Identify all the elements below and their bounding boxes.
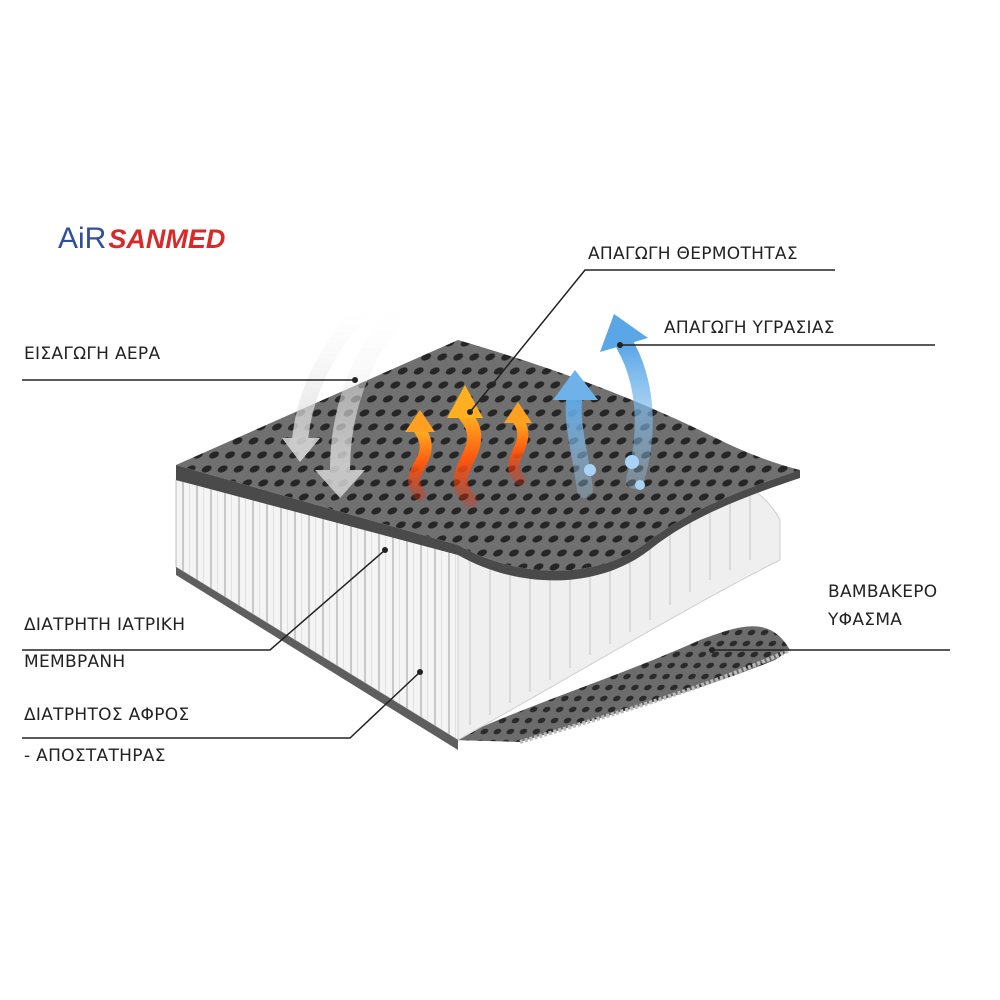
label-foam-line2: - ΑΠΟΣΤΑΤΗΡΑΣ [24,746,166,766]
label-foam-line1: ΔΙΑΤΡΗΤΟΣ ΑΦΡΟΣ [24,705,190,725]
cotton-fabric-layer [452,626,790,742]
label-membrane-line2: ΜΕΜΒΡΑΝΗ [24,652,126,672]
cotton-fabric-edge [519,648,791,744]
leader-foam [22,671,421,739]
logo-air-text: AiR [58,222,107,255]
perforated-membrane [176,340,800,571]
air-intake-arrows-icon [282,297,410,498]
label-moisture-removal: ΑΠΑΓΩΓΗ ΥΓΡΑΣΙΑΣ [664,318,835,338]
membrane-side-edge [458,470,800,581]
foam-bottom-base [176,567,458,750]
label-cotton-line1: ΒΑΜΒΑΚΕΡΟ [828,582,938,602]
membrane-front-edge [176,465,458,555]
label-heat-removal: ΑΠΑΓΩΓΗ ΘΕΡΜΟΤΗΤΑΣ [588,244,798,264]
label-air-intake: ΕΙΣΑΓΩΓΗ ΑΕΡΑ [24,344,161,364]
label-cotton-line2: ΥΦΑΣΜΑ [828,610,903,630]
brand-logo: AiRSANMED [58,222,225,256]
moisture-removal-arrows-icon [553,314,653,498]
leader-heat-removal [469,269,835,413]
leader-membrane [22,549,386,651]
heat-removal-arrows-icon [405,385,532,507]
logo-sanmed-text: SANMED [108,224,226,254]
spacer-foam-texture [469,492,751,725]
label-membrane-line1: ΔΙΑΤΡΗΤΗ ΙΑΤΡΙΚΗ [24,615,186,635]
